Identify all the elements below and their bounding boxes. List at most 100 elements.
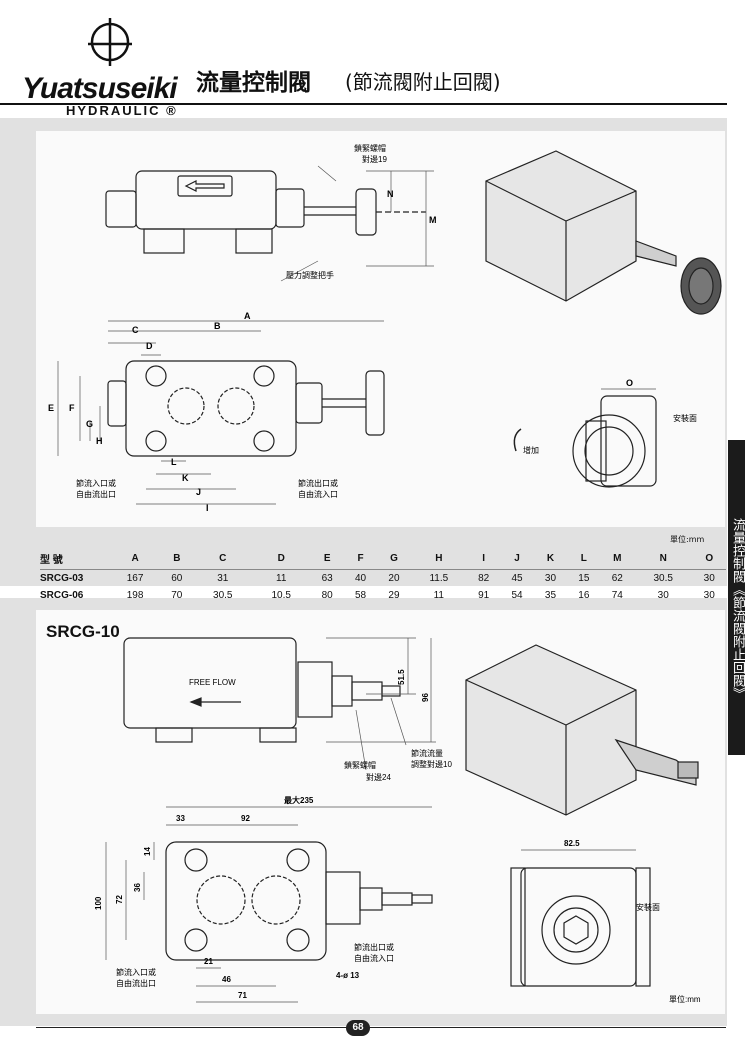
dim-H: H <box>96 436 103 446</box>
table-header-row: 型 號 A B C D E F G H I J K L M N O <box>40 548 726 570</box>
top-view <box>107 360 385 457</box>
label-across19: 對邊19 <box>362 154 387 164</box>
table-header: A <box>110 548 161 570</box>
label-adj2: 調整對邊10 <box>411 759 452 769</box>
dim-A: A <box>244 311 251 321</box>
table-cell: SRCG-06 <box>40 590 84 601</box>
table-cell: 30 <box>544 573 557 584</box>
table-cell: 11.5 <box>429 573 449 584</box>
dim-92: 92 <box>241 814 250 823</box>
table-header: L <box>567 548 601 570</box>
table-cell: 45 <box>511 573 523 584</box>
table-cell: 30 <box>703 590 715 601</box>
dim-E: E <box>48 403 54 413</box>
label-lock-nut-10: 鎖緊螺帽 <box>344 760 376 770</box>
brand-name: Yuatsuseiki <box>22 72 178 105</box>
label-outlet: 節流出口或 <box>298 478 338 488</box>
diagram-srcg-03-06: N M 鎖緊螺帽 對邊19 壓力調整把手 A B C D E F G H L <box>48 143 722 513</box>
iso-view <box>485 150 722 315</box>
dim-G: G <box>86 419 93 429</box>
table-header: G <box>377 548 411 570</box>
table-cell: 15 <box>578 573 590 584</box>
table-cell: 30.5 <box>653 573 673 584</box>
dim-33: 33 <box>176 814 185 823</box>
table-cell: 11 <box>433 590 444 601</box>
dim-C: C <box>132 325 139 335</box>
dim-I: I <box>206 503 209 513</box>
table-header: E <box>310 548 344 570</box>
dim-L: L <box>171 457 177 467</box>
brand-sub: HYDRAULIC ® <box>66 103 178 118</box>
label-holes: 4-ø 13 <box>336 971 360 980</box>
label-outlet2: 自由流入口 <box>298 489 338 499</box>
table-cell: 80 <box>321 590 333 601</box>
header-rule <box>0 103 727 105</box>
dim-M: M <box>429 215 437 225</box>
dim-max235: 最大235 <box>284 795 314 805</box>
side-view-10 <box>123 637 401 743</box>
dim-21: 21 <box>204 957 213 966</box>
table-unit: 單位:mm <box>670 535 705 544</box>
dim-D: D <box>146 341 153 351</box>
table-cell: 10.5 <box>271 590 291 601</box>
table-cell: 40 <box>355 573 367 584</box>
label-lock-nut: 鎖緊螺帽 <box>354 143 386 153</box>
dim-100: 100 <box>94 896 103 910</box>
iso-view-10 <box>465 644 699 816</box>
side-tab: 流量控制閥《節流閥附止回閥》 <box>728 440 745 755</box>
table-cell: 20 <box>388 573 400 584</box>
drawing-area-2 <box>36 610 725 1014</box>
table-header: N <box>633 548 693 570</box>
table-cell: SRCG-03 <box>40 573 84 584</box>
logo-mark-icon <box>88 18 132 66</box>
table-cell: 16 <box>578 590 590 601</box>
front-view-10 <box>510 867 651 987</box>
dim-71: 71 <box>238 991 247 1000</box>
table-cell: 54 <box>511 590 523 601</box>
table-cell: 167 <box>126 573 144 584</box>
dim-36: 36 <box>133 883 142 892</box>
table-header: D <box>251 548 311 570</box>
label-outlet-10: 節流出口或 <box>354 942 394 952</box>
table-cell: 30 <box>703 573 715 584</box>
dim-N: N <box>387 189 394 199</box>
table-cell: 31 <box>217 573 229 584</box>
label-inlet: 節流入口或 <box>76 478 116 488</box>
unit-label-10: 單位:mm <box>669 994 701 1004</box>
table-header: J <box>500 548 534 570</box>
table-cell: 74 <box>611 590 623 601</box>
dim-96: 96 <box>421 693 430 702</box>
table-row: SRCG-06 198 70 30.5 10.5 80 58 29 11 91 … <box>40 587 726 604</box>
page-title: 流量控制閥 <box>196 70 311 96</box>
label-mount-10: 安裝面 <box>636 902 660 912</box>
label-across24: 對邊24 <box>366 772 391 782</box>
dim-F: F <box>69 403 75 413</box>
dim-K: K <box>182 473 189 483</box>
label-outlet2-10: 自由流入口 <box>354 953 394 963</box>
table-cell: 91 <box>478 590 490 601</box>
label-increase: 增加 <box>523 445 539 455</box>
dim-O: O <box>626 378 633 388</box>
table-cell: 29 <box>388 590 400 601</box>
spec-table: 型 號 A B C D E F G H I J K L M N O SRCG-0… <box>40 548 726 604</box>
front-view <box>572 395 657 488</box>
model-title-srcg-10: SRCG-10 <box>46 622 120 641</box>
table-cell: 58 <box>355 590 367 601</box>
table-cell: 11 <box>276 573 287 584</box>
table-header: B <box>160 548 194 570</box>
table-cell: 63 <box>321 573 333 584</box>
diagram-srcg-10: FREE FLOW 51.5 96 鎖緊螺帽 對邊24 節流流量 調整對邊10 <box>94 637 701 1004</box>
label-inlet-10: 節流入口或 <box>116 967 156 977</box>
table-cell: 198 <box>126 590 144 601</box>
label-inlet2: 自由流出口 <box>76 489 116 499</box>
label-handle: 壓力調整把手 <box>286 270 334 280</box>
dim-14: 14 <box>143 847 152 856</box>
page-subtitle: (節流閥附止回閥) <box>345 70 501 94</box>
side-view <box>105 170 426 254</box>
table-cell: 30.5 <box>213 590 233 601</box>
table-header: K <box>533 548 568 570</box>
table-header: M <box>600 548 634 570</box>
free-flow-label: FREE FLOW <box>189 678 236 687</box>
brand-logo: Yuatsuseiki HYDRAULIC ® <box>22 12 197 118</box>
table-header: C <box>193 548 252 570</box>
